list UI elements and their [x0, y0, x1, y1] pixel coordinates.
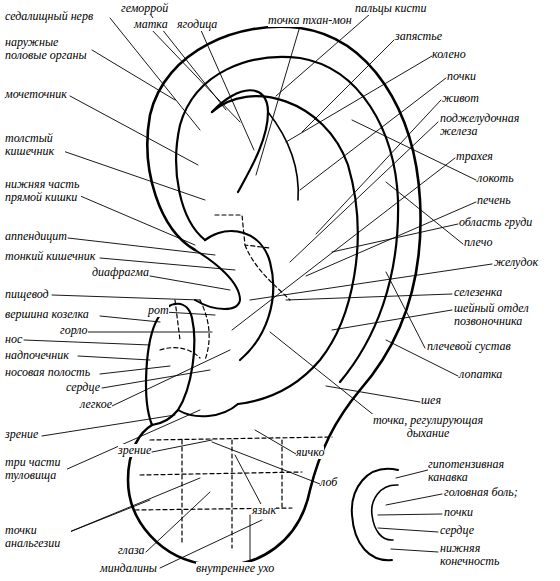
part-label: мочеточник [5, 88, 67, 101]
part-label: печень [477, 194, 511, 207]
tragus [146, 304, 194, 425]
part-label: геморрой [121, 2, 168, 15]
part-label: вершина козелка [5, 308, 89, 321]
part-label: точка, регулирующая дыхание [362, 414, 494, 440]
part-label: язык [252, 504, 276, 517]
part-label: головная боль; [444, 486, 518, 499]
part-label: матка [134, 18, 168, 31]
part-label: зрение [118, 444, 151, 457]
part-label: сердце [66, 381, 100, 394]
part-label: пальцы кисти [355, 2, 426, 15]
antihelix-crus [268, 112, 298, 200]
part-label: зрение [5, 428, 38, 441]
helix-crus [195, 250, 240, 309]
part-label: селезенка [454, 286, 502, 299]
part-label: нос [5, 333, 22, 346]
part-label: толстый кишечник [5, 132, 65, 158]
part-label: горло [60, 324, 88, 337]
part-label: яичко [296, 446, 324, 459]
part-label: седалищный нерв [5, 10, 93, 23]
part-label: шея [421, 394, 441, 407]
part-label: внутреннее ухо [196, 562, 274, 575]
part-label: носовая полость [5, 366, 90, 379]
helix-inner [176, 57, 398, 382]
part-label: точки анальгезии [5, 524, 71, 550]
part-label: пищевод [5, 288, 49, 301]
part-label: почки [447, 70, 476, 83]
part-label: лоб [320, 476, 337, 489]
part-label: рот [148, 304, 169, 317]
part-label: запястье [395, 30, 442, 43]
part-label: диафрагма [92, 266, 149, 279]
part-label: аппендицит [5, 230, 67, 243]
part-label: поджелудочная железа [440, 112, 528, 138]
part-label: нижняя конечность [440, 542, 512, 568]
part-label: нижняя часть прямой кишки [5, 178, 81, 204]
part-label: колено [432, 48, 466, 61]
part-label: тонкий кишечник [5, 250, 95, 263]
part-label: надпочечник [5, 349, 69, 362]
part-label: точка тхан-мон [268, 14, 352, 27]
small-ear-inner [372, 485, 398, 540]
part-label: область груди [459, 216, 532, 229]
part-label: живот [442, 92, 479, 105]
part-label: миндалины [100, 562, 157, 575]
triangular-fossa [212, 90, 268, 192]
part-label: легкое [80, 398, 112, 411]
part-label: гипотензивная канавка [428, 458, 516, 484]
part-label: три части туловища [5, 456, 67, 482]
part-label: сердце [440, 524, 474, 537]
part-label: трахея [456, 150, 493, 163]
part-label: локоть [477, 172, 514, 185]
part-label: плечевой сустав [427, 340, 511, 353]
part-label: лопатка [459, 368, 502, 381]
part-label: желудок [494, 256, 538, 269]
part-label: шейный отдел позвоночника [454, 302, 538, 328]
part-label: глаза [118, 544, 145, 557]
part-label: почки [444, 506, 473, 519]
part-label: плечо [464, 236, 492, 249]
antitragus [178, 404, 238, 416]
leader-lines [24, 14, 492, 568]
part-label: наружные половые органы [5, 36, 89, 62]
part-label: ягодица [177, 18, 217, 31]
